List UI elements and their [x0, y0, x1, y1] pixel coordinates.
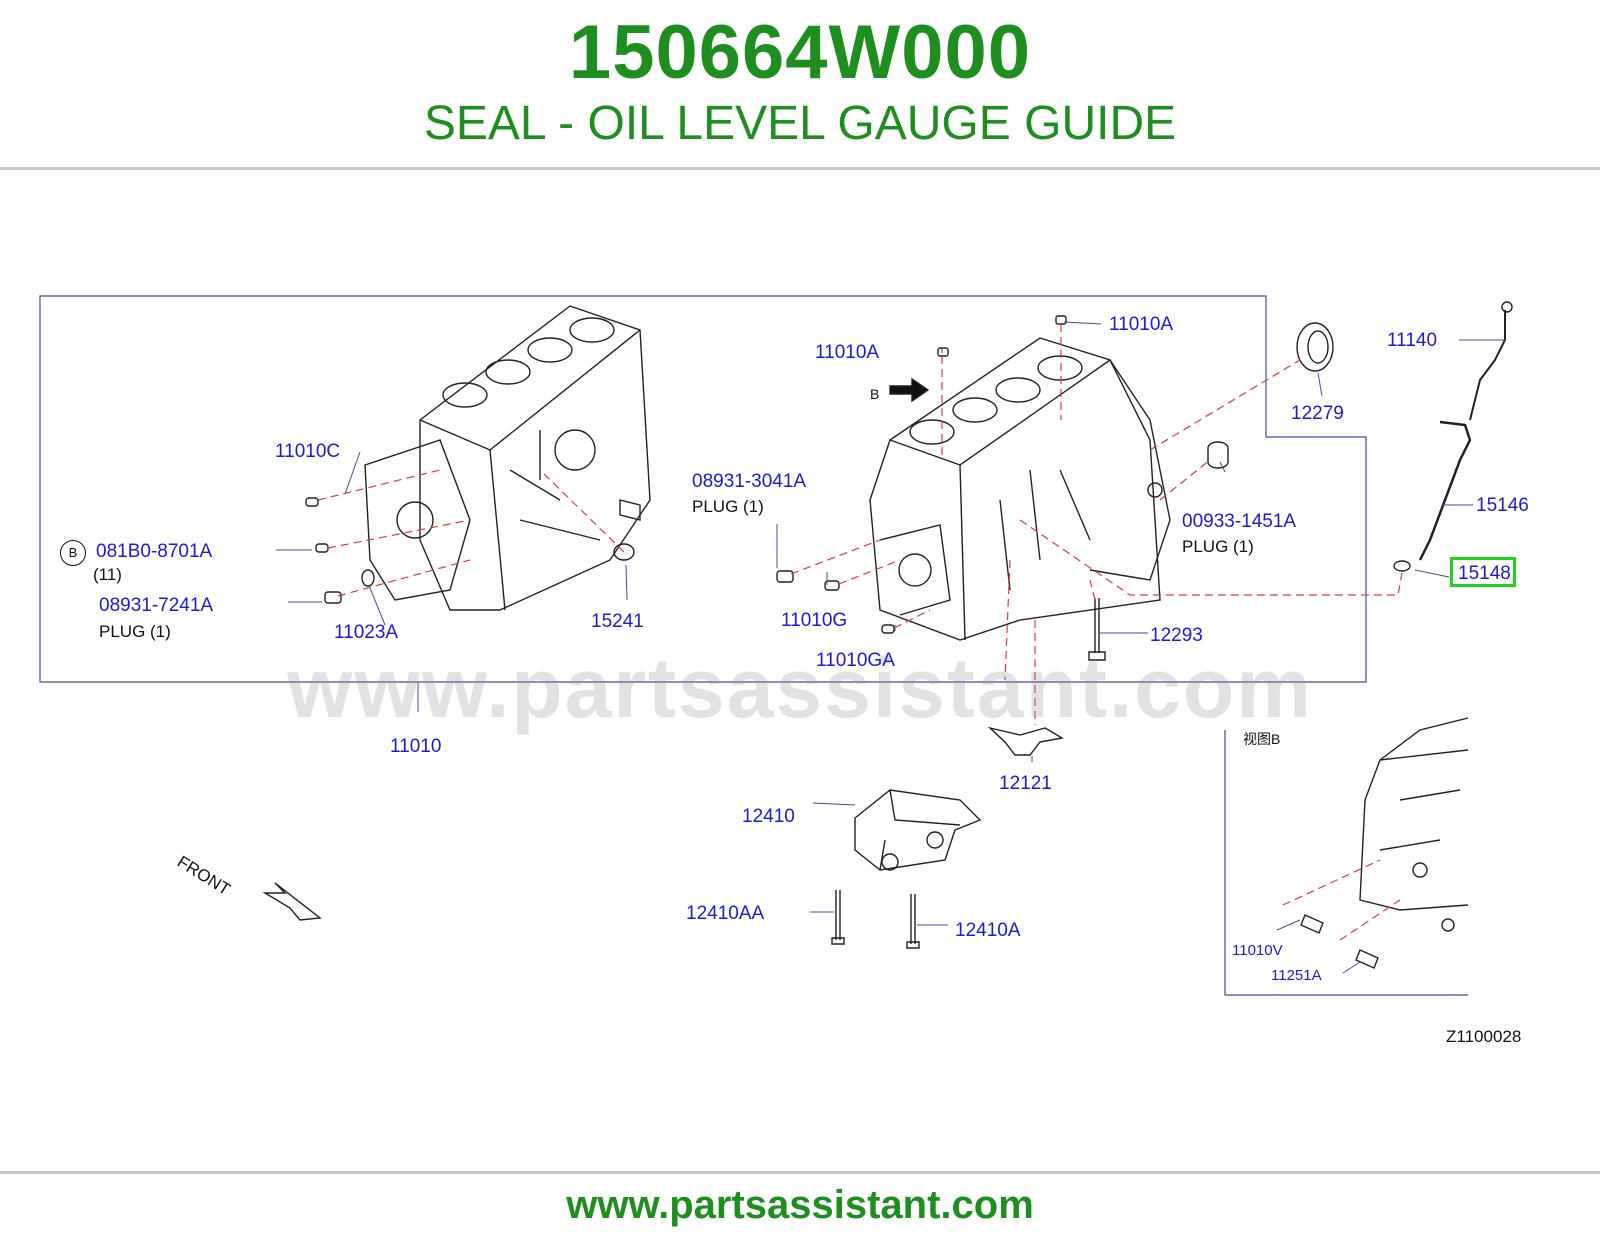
plug-00933-drawing — [1207, 441, 1229, 469]
callout-11010A-right[interactable]: 11010A — [1109, 314, 1174, 335]
callout-11010V[interactable]: 11010V — [1232, 942, 1283, 959]
footer-divider — [0, 1171, 1600, 1174]
callout-15146[interactable]: 15146 — [1476, 495, 1529, 516]
bracket-12121-drawing — [987, 726, 1064, 756]
bolt-12410A-drawing — [906, 894, 920, 949]
footer-url-link[interactable]: www.partsassistant.com — [566, 1183, 1034, 1227]
diagram-id: Z1100028 — [1446, 1027, 1522, 1046]
b-arrow-drawing — [889, 377, 930, 403]
callout-11010G[interactable]: 11010G — [781, 610, 848, 631]
callout-11010GA[interactable]: 11010GA — [816, 650, 895, 671]
oil-pump-12410-drawing — [854, 789, 982, 871]
callout-081B0-8701A[interactable]: 081B0-8701A — [96, 541, 213, 562]
callout-11010A-left[interactable]: 11010A — [815, 342, 880, 363]
callout-12293[interactable]: 12293 — [1150, 625, 1203, 646]
bolt-12293-drawing — [1088, 598, 1106, 661]
seal-12279-drawing — [1296, 322, 1334, 372]
b-circle-marker: B — [60, 540, 86, 566]
engine-block-left-drawing — [364, 305, 651, 611]
highlighted-part-15148[interactable]: 15148 — [1450, 557, 1516, 587]
header: 150664W000 SEAL - OIL LEVEL GAUGE GUIDE — [0, 0, 1600, 170]
callout-12279[interactable]: 12279 — [1291, 403, 1344, 424]
watermark: www.partsassistant.com — [287, 641, 1313, 735]
callout-11010C[interactable]: 11010C — [275, 441, 341, 462]
part-number-title: 150664W000 — [568, 10, 1032, 95]
callout-08931-7241A[interactable]: 08931-7241A — [99, 595, 214, 616]
view-b-label: 视图B — [1243, 731, 1281, 747]
callout-08931-3041A[interactable]: 08931-3041A — [692, 471, 807, 492]
callout-12410[interactable]: 12410 — [742, 806, 795, 827]
callout-12121[interactable]: 12121 — [999, 773, 1052, 794]
note-plug-3041: PLUG (1) — [692, 497, 764, 516]
dipstick-drawing — [1393, 301, 1513, 572]
callout-11023A[interactable]: 11023A — [334, 622, 399, 643]
callout-15148: 15148 — [1458, 563, 1511, 584]
callout-11251A[interactable]: 11251A — [1271, 967, 1322, 984]
callout-11140[interactable]: 11140 — [1387, 330, 1438, 351]
callout-12410AA[interactable]: 12410AA — [686, 903, 765, 924]
view-b-frame — [1224, 730, 1468, 996]
note-plug-7241: PLUG (1) — [99, 622, 171, 641]
group-frame — [39, 295, 1367, 683]
callout-00933-1451A[interactable]: 00933-1451A — [1182, 511, 1297, 532]
view-b-detail-drawing — [1300, 717, 1469, 969]
engine-block-center-drawing — [869, 337, 1171, 641]
note-plug-1451: PLUG (1) — [1182, 537, 1254, 556]
note-qty-11: (11) — [93, 565, 122, 584]
bolt-12410AA-drawing — [831, 890, 845, 945]
front-arrow-drawing — [262, 882, 322, 921]
callout-15241[interactable]: 15241 — [591, 611, 644, 632]
callout-12410A[interactable]: 12410A — [955, 920, 1021, 941]
header-divider — [0, 167, 1600, 170]
callout-11010[interactable]: 11010 — [390, 736, 442, 757]
part-name-subtitle: SEAL - OIL LEVEL GAUGE GUIDE — [423, 97, 1177, 150]
b-arrow-label: B — [870, 386, 880, 402]
